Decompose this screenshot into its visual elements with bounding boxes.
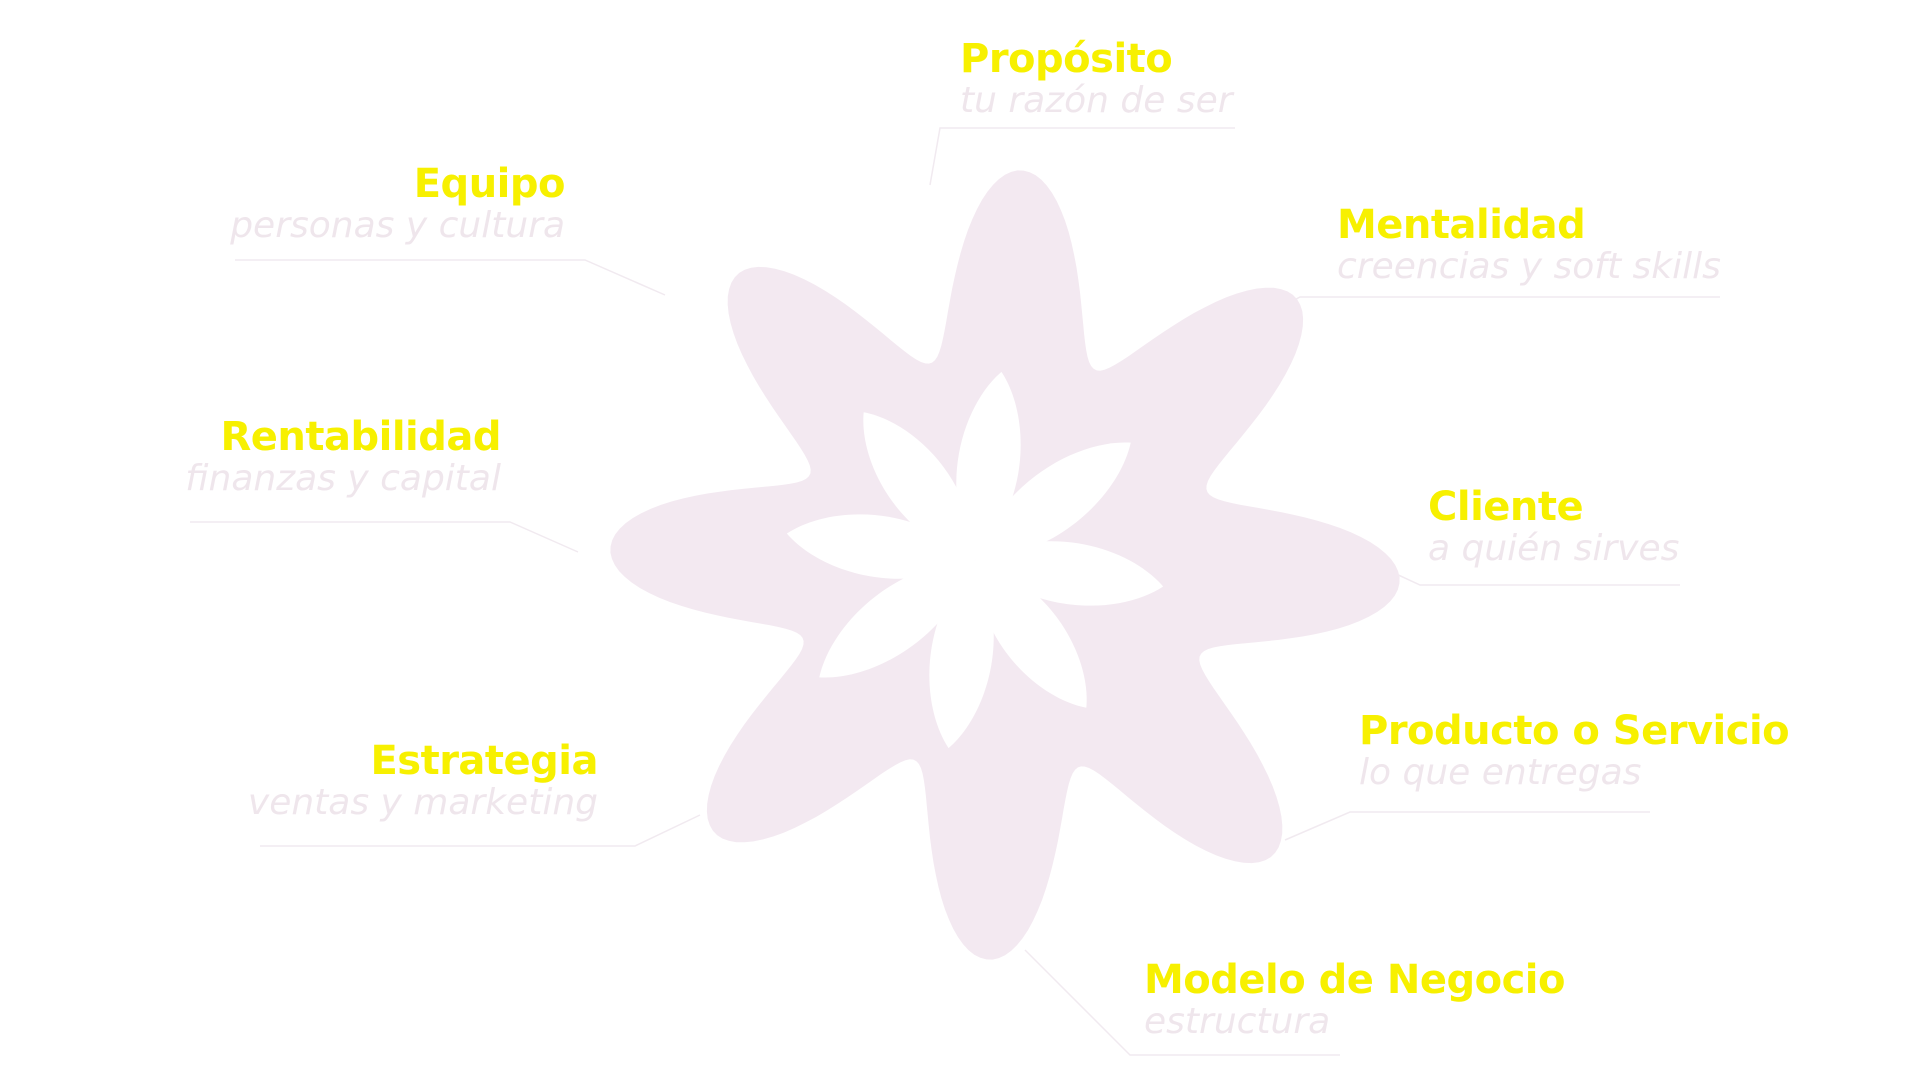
node-proposito: Propósito tu razón de ser (960, 36, 1235, 121)
node-modelo-title: Modelo de Negocio (1144, 957, 1565, 1003)
node-rentabilidad-subtitle: finanzas y capital (185, 458, 501, 499)
node-producto: Producto o Servicio lo que entregas (1359, 708, 1790, 793)
node-cliente-subtitle: a quién sirves (1428, 528, 1679, 569)
node-equipo-subtitle: personas y cultura (229, 205, 565, 246)
eight-petal-flower-icon (786, 371, 1164, 749)
node-estrategia-subtitle: ventas y marketing (248, 782, 598, 823)
node-rentabilidad: Rentabilidad finanzas y capital (185, 414, 501, 499)
connector-line (1237, 296, 1720, 331)
node-cliente: Cliente a quién sirves (1428, 484, 1679, 569)
node-producto-subtitle: lo que entregas (1359, 752, 1641, 793)
node-mentalidad-subtitle: creencias y soft skills (1337, 246, 1721, 287)
flower-petal (819, 560, 975, 678)
node-cliente-title: Cliente (1428, 484, 1583, 530)
node-estrategia-title: Estrategia (370, 738, 598, 784)
flower-petal (975, 560, 1087, 708)
connector-line (190, 521, 579, 553)
node-proposito-subtitle: tu razón de ser (960, 80, 1235, 121)
node-estrategia: Estrategia ventas y marketing (248, 738, 599, 823)
connector-line (1284, 811, 1650, 841)
node-modelo-subtitle: estructura (1144, 1001, 1330, 1042)
node-rentabilidad-title: Rentabilidad (220, 414, 501, 460)
connector-line (235, 259, 666, 296)
node-producto-title: Producto o Servicio (1359, 708, 1789, 754)
connector-line (1024, 949, 1340, 1056)
node-equipo: Equipo personas y cultura (229, 161, 565, 246)
node-modelo: Modelo de Negocio estructura (1144, 957, 1565, 1042)
connector-line (929, 127, 1235, 186)
node-mentalidad: Mentalidad creencias y soft skills (1337, 202, 1721, 287)
flower-petal (863, 412, 975, 560)
node-equipo-title: Equipo (414, 161, 565, 207)
node-mentalidad-title: Mentalidad (1337, 202, 1585, 248)
connector-line (260, 814, 701, 847)
node-proposito-title: Propósito (960, 36, 1172, 82)
flower-petal (975, 442, 1131, 560)
